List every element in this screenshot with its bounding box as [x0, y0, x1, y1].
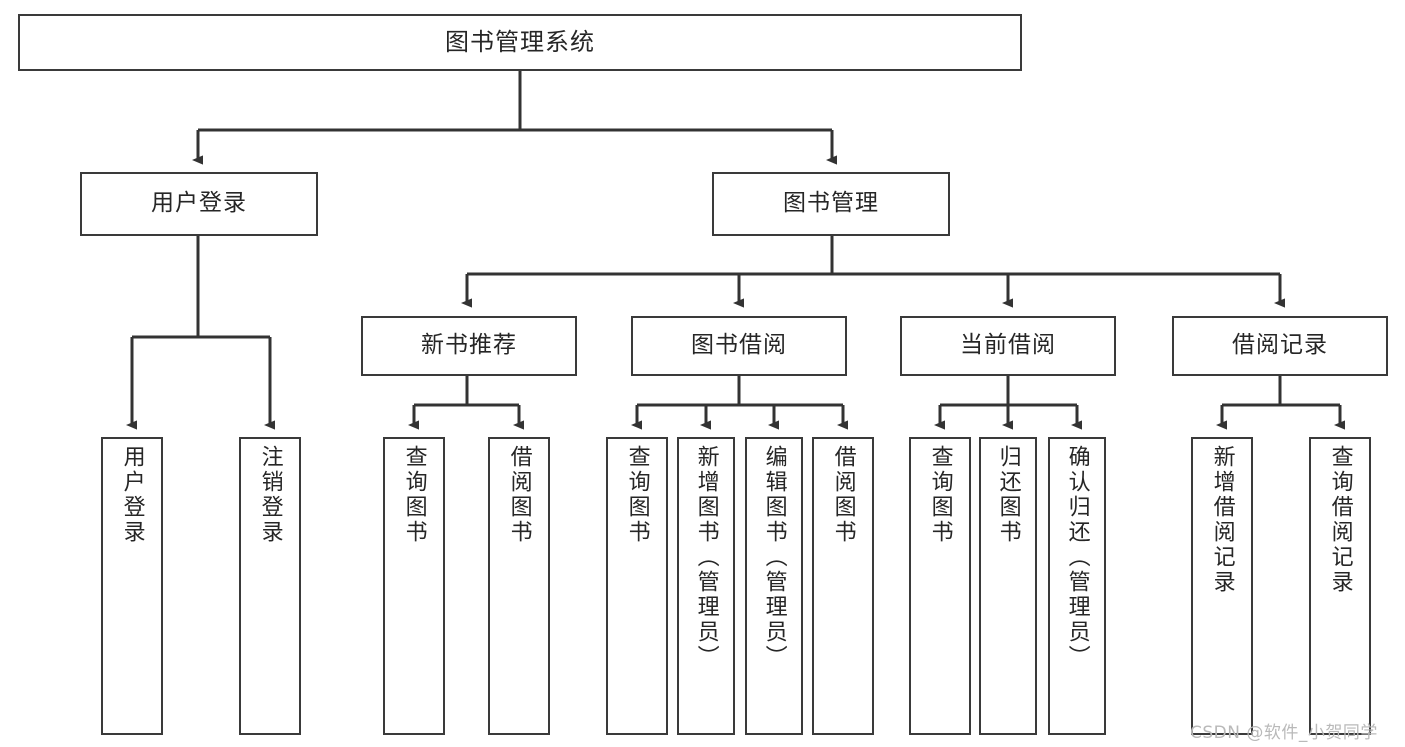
node-root[interactable]: 图书管理系统: [18, 14, 1022, 71]
leaf-label: 查询图书: [927, 445, 953, 545]
node-leaf-logout-login[interactable]: 注销登录: [239, 437, 301, 735]
leaf-label: 新增图书（管理员）: [693, 445, 719, 670]
leaf-label: 编辑图书（管理员）: [761, 445, 787, 670]
node-current-borrow[interactable]: 当前借阅: [900, 316, 1116, 376]
node-leaf-query-book-2[interactable]: 查询图书: [606, 437, 668, 735]
node-leaf-edit-book[interactable]: 编辑图书（管理员）: [745, 437, 803, 735]
node-new-book-recommend[interactable]: 新书推荐: [361, 316, 577, 376]
node-user-login[interactable]: 用户登录: [80, 172, 318, 236]
node-borrow-record[interactable]: 借阅记录: [1172, 316, 1388, 376]
node-leaf-query-record[interactable]: 查询借阅记录: [1309, 437, 1371, 735]
node-leaf-borrow-book-2[interactable]: 借阅图书: [812, 437, 874, 735]
csdn-watermark: CSDN @软件_小贺同学: [1190, 723, 1378, 743]
node-book-manage[interactable]: 图书管理: [712, 172, 950, 236]
node-leaf-return-book[interactable]: 归还图书: [979, 437, 1037, 735]
leaf-label: 借阅图书: [506, 445, 532, 545]
leaf-label: 查询图书: [624, 445, 650, 545]
leaf-label: 用户登录: [119, 445, 145, 545]
node-leaf-user-login[interactable]: 用户登录: [101, 437, 163, 735]
leaf-label: 归还图书: [995, 445, 1021, 545]
leaf-label: 借阅图书: [830, 445, 856, 545]
node-leaf-add-record[interactable]: 新增借阅记录: [1191, 437, 1253, 735]
node-leaf-confirm-return[interactable]: 确认归还（管理员）: [1048, 437, 1106, 735]
leaf-label: 确认归还（管理员）: [1064, 445, 1090, 670]
node-leaf-add-book[interactable]: 新增图书（管理员）: [677, 437, 735, 735]
leaf-label: 查询借阅记录: [1327, 445, 1353, 595]
node-book-borrow[interactable]: 图书借阅: [631, 316, 847, 376]
node-leaf-query-book-3[interactable]: 查询图书: [909, 437, 971, 735]
node-leaf-borrow-book-1[interactable]: 借阅图书: [488, 437, 550, 735]
node-leaf-query-book-1[interactable]: 查询图书: [383, 437, 445, 735]
leaf-label: 查询图书: [401, 445, 427, 545]
leaf-label: 新增借阅记录: [1209, 445, 1235, 595]
leaf-label: 注销登录: [257, 445, 283, 545]
